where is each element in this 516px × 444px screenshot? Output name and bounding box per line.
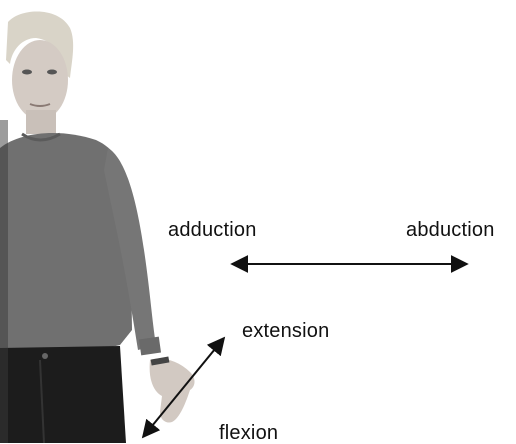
trousers-shape [0, 346, 126, 443]
label-adduction: adduction [168, 220, 257, 240]
woman-standing-photo-icon [0, 11, 195, 443]
label-extension: extension [242, 321, 329, 341]
label-abduction: abduction [406, 220, 495, 240]
hand-shape [150, 359, 195, 423]
face-shape [12, 40, 68, 120]
label-flexion: flexion [219, 423, 278, 443]
